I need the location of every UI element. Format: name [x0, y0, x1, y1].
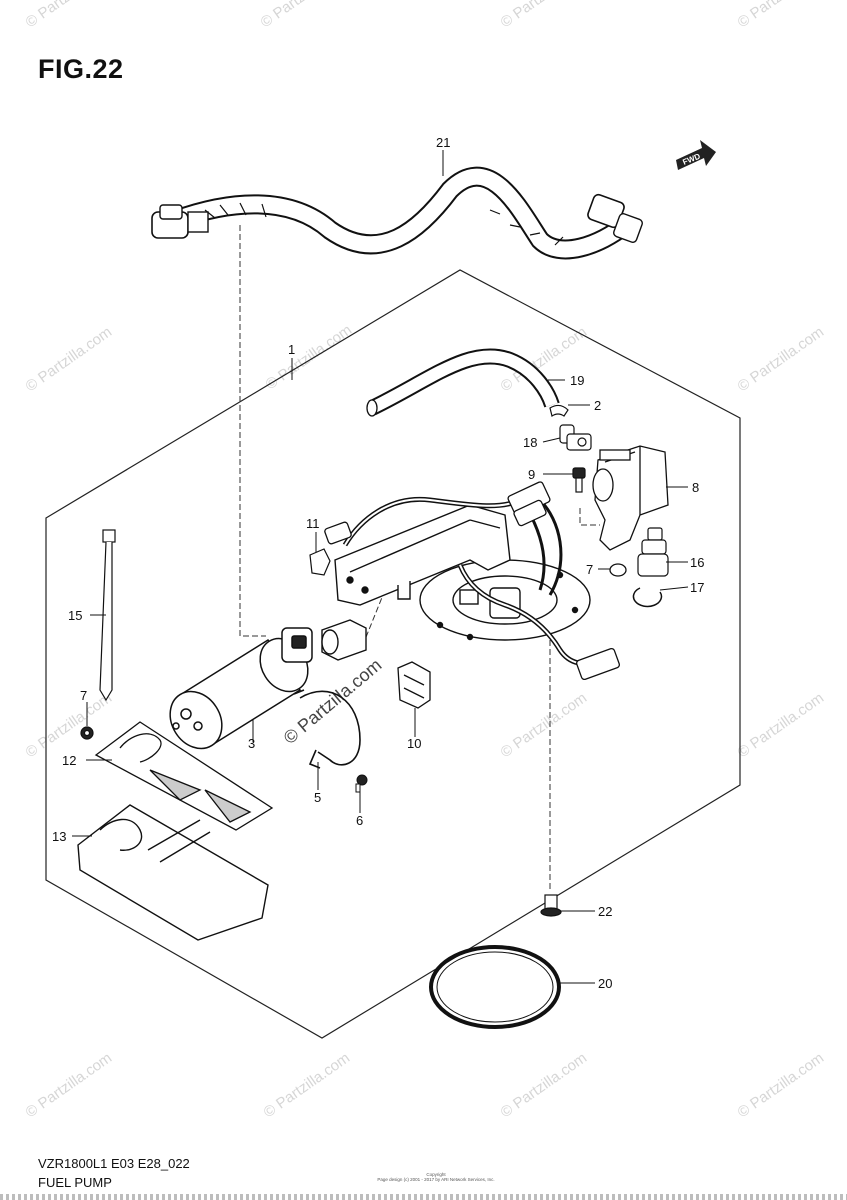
- figure-title: FIG.22: [38, 54, 124, 84]
- callout-22: 22: [598, 904, 612, 919]
- retaining-clip: [632, 587, 663, 608]
- watermark: © Partzilla.com: [498, 689, 591, 761]
- fwd-arrow-icon: FWD: [676, 140, 716, 170]
- watermark: © Partzilla.com: [735, 0, 828, 31]
- pump-bracket: [334, 504, 511, 606]
- callout-17: 17: [690, 580, 704, 595]
- bottom-border-strip: [0, 1194, 847, 1200]
- callout-7: 7: [80, 688, 87, 703]
- watermark: © Partzilla.com: [261, 1049, 354, 1121]
- callout-3: 3: [248, 736, 255, 751]
- hose-clamp: [549, 404, 569, 417]
- callout-11: 10: [407, 736, 421, 751]
- callout-20: 20: [598, 976, 612, 991]
- watermark: © Partzilla.com: [263, 321, 356, 393]
- cable-tie: [99, 529, 116, 702]
- leader-lines: [72, 150, 689, 984]
- watermark: © Partzilla.com: [258, 0, 351, 31]
- fwd-label: FWD: [681, 152, 701, 167]
- screw: [355, 774, 368, 793]
- bolt: [572, 467, 586, 493]
- breather-hose: [366, 348, 560, 417]
- fuel-hose: [151, 166, 643, 260]
- gasket-ring: [429, 945, 561, 1029]
- callout-19: 19: [570, 373, 584, 388]
- watermark: © Partzilla.com: [735, 689, 828, 761]
- watermark: © Partzilla.com: [23, 323, 116, 395]
- o-ring: [609, 563, 627, 577]
- watermark: © Partzilla.com: [498, 1049, 591, 1121]
- callout-18: 18: [523, 435, 537, 450]
- callout-2: 2: [594, 398, 601, 413]
- nut: [80, 726, 94, 740]
- pump-band: [293, 689, 361, 769]
- pressure-regulator: [637, 527, 669, 577]
- pump-cushion: [77, 804, 269, 941]
- callout-15: 15: [68, 608, 82, 623]
- pump-grommet: [321, 619, 367, 661]
- callout-9: 8: [692, 480, 699, 495]
- wire-clip: [309, 548, 331, 576]
- callout-1: 1: [288, 342, 295, 357]
- fuel-pump: [169, 627, 313, 750]
- callout-12: 11: [306, 516, 320, 531]
- watermark: © Partzilla.com: [735, 323, 828, 395]
- callout-13: 12: [62, 753, 76, 768]
- bracket-clip: [397, 661, 431, 709]
- callout-labels: 21 1 19 2 18 9 8 11 7 16 17 15 7 10 3 12…: [52, 135, 704, 991]
- pump-cover: [592, 445, 669, 551]
- callout-21: 21: [436, 135, 450, 150]
- watermark: © Partzilla.com: [23, 0, 116, 31]
- watermark: © Partzilla.com: [498, 0, 591, 31]
- callout-6: 6: [356, 813, 363, 828]
- callout-14: 13: [52, 829, 66, 844]
- harness-connector: [324, 481, 621, 681]
- callout-10: 9: [528, 467, 535, 482]
- copyright-title: Copyright: [426, 1172, 446, 1177]
- footer-figure-name: FUEL PUMP: [38, 1175, 112, 1190]
- assembly-outline: [45, 269, 741, 1039]
- pump-base-plate: [419, 559, 591, 641]
- watermark: © Partzilla.com: [23, 1049, 116, 1121]
- callout-8: 7: [586, 562, 593, 577]
- footer-copyright: Copyright Page design (c) 2001 - 2017 by…: [366, 1172, 506, 1182]
- flange-bolt: [540, 894, 562, 917]
- fuel-filter: [94, 721, 274, 831]
- callout-16: 16: [690, 555, 704, 570]
- callout-5: 5: [314, 790, 321, 805]
- watermark: © Partzilla.com: [735, 1049, 828, 1121]
- fuel-fitting: [559, 424, 592, 451]
- copyright-text: Page design (c) 2001 - 2017 by ARI Netwo…: [377, 1177, 495, 1182]
- footer-model-code: VZR1800L1 E03 E28_022: [38, 1156, 190, 1171]
